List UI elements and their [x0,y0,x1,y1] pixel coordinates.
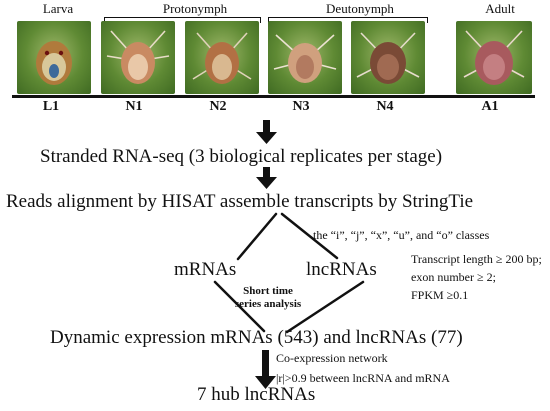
step-dynamic-expression: Dynamic expression mRNAs (543) and lncRN… [50,327,463,348]
sample-code-n1: N1 [125,99,143,114]
mite-photo-n4 [351,21,425,94]
correlation-threshold: |r|>0.9 between lncRNA and mRNA [276,371,450,385]
sample-code-n2: N2 [209,99,227,114]
lncrnas-node: lncRNAs [306,259,377,280]
network-label: Co-expression network [276,351,388,365]
mite-photo-n2 [185,21,259,94]
mite-photo-n1 [101,21,175,94]
mrnas-node: mRNAs [174,259,237,280]
sample-code-l1: L1 [42,99,60,114]
step-alignment: Reads alignment by HISAT assemble transc… [6,191,474,212]
mite-photo-l1 [17,21,91,94]
filter-criterion-length: Transcript length ≥ 200 bp; [411,252,542,266]
analysis-label-line2: series analysis [234,298,302,310]
stage-label-deutonymph: Deutonymph [326,1,394,16]
protonymph-bracket [104,17,261,23]
sample-code-a1: A1 [481,99,499,114]
stage-baseline [12,95,535,98]
step-rna-seq: Stranded RNA-seq (3 biological replicate… [40,146,443,167]
sample-code-n3: N3 [292,99,310,114]
filter-criterion-fpkm: FPKM ≥0.1 [411,288,469,302]
stage-label-protonymph: Protonymph [162,1,228,16]
analysis-label-line1: Short time [243,285,293,297]
result-hub-lncrnas: 7 hub lncRNAs [197,384,316,405]
stage-label-larva: Larva [42,1,74,16]
mite-photo-a1 [456,21,532,94]
stage-label-adult: Adult [485,1,515,16]
lncrna-classes-note: the “i”, “j”, “x”, “u”, and “o” classes [313,228,490,242]
deutonymph-bracket [268,17,428,23]
filter-criterion-exon: exon number ≥ 2; [411,270,496,284]
sample-code-n4: N4 [376,99,394,114]
mite-photo-n3 [268,21,342,94]
